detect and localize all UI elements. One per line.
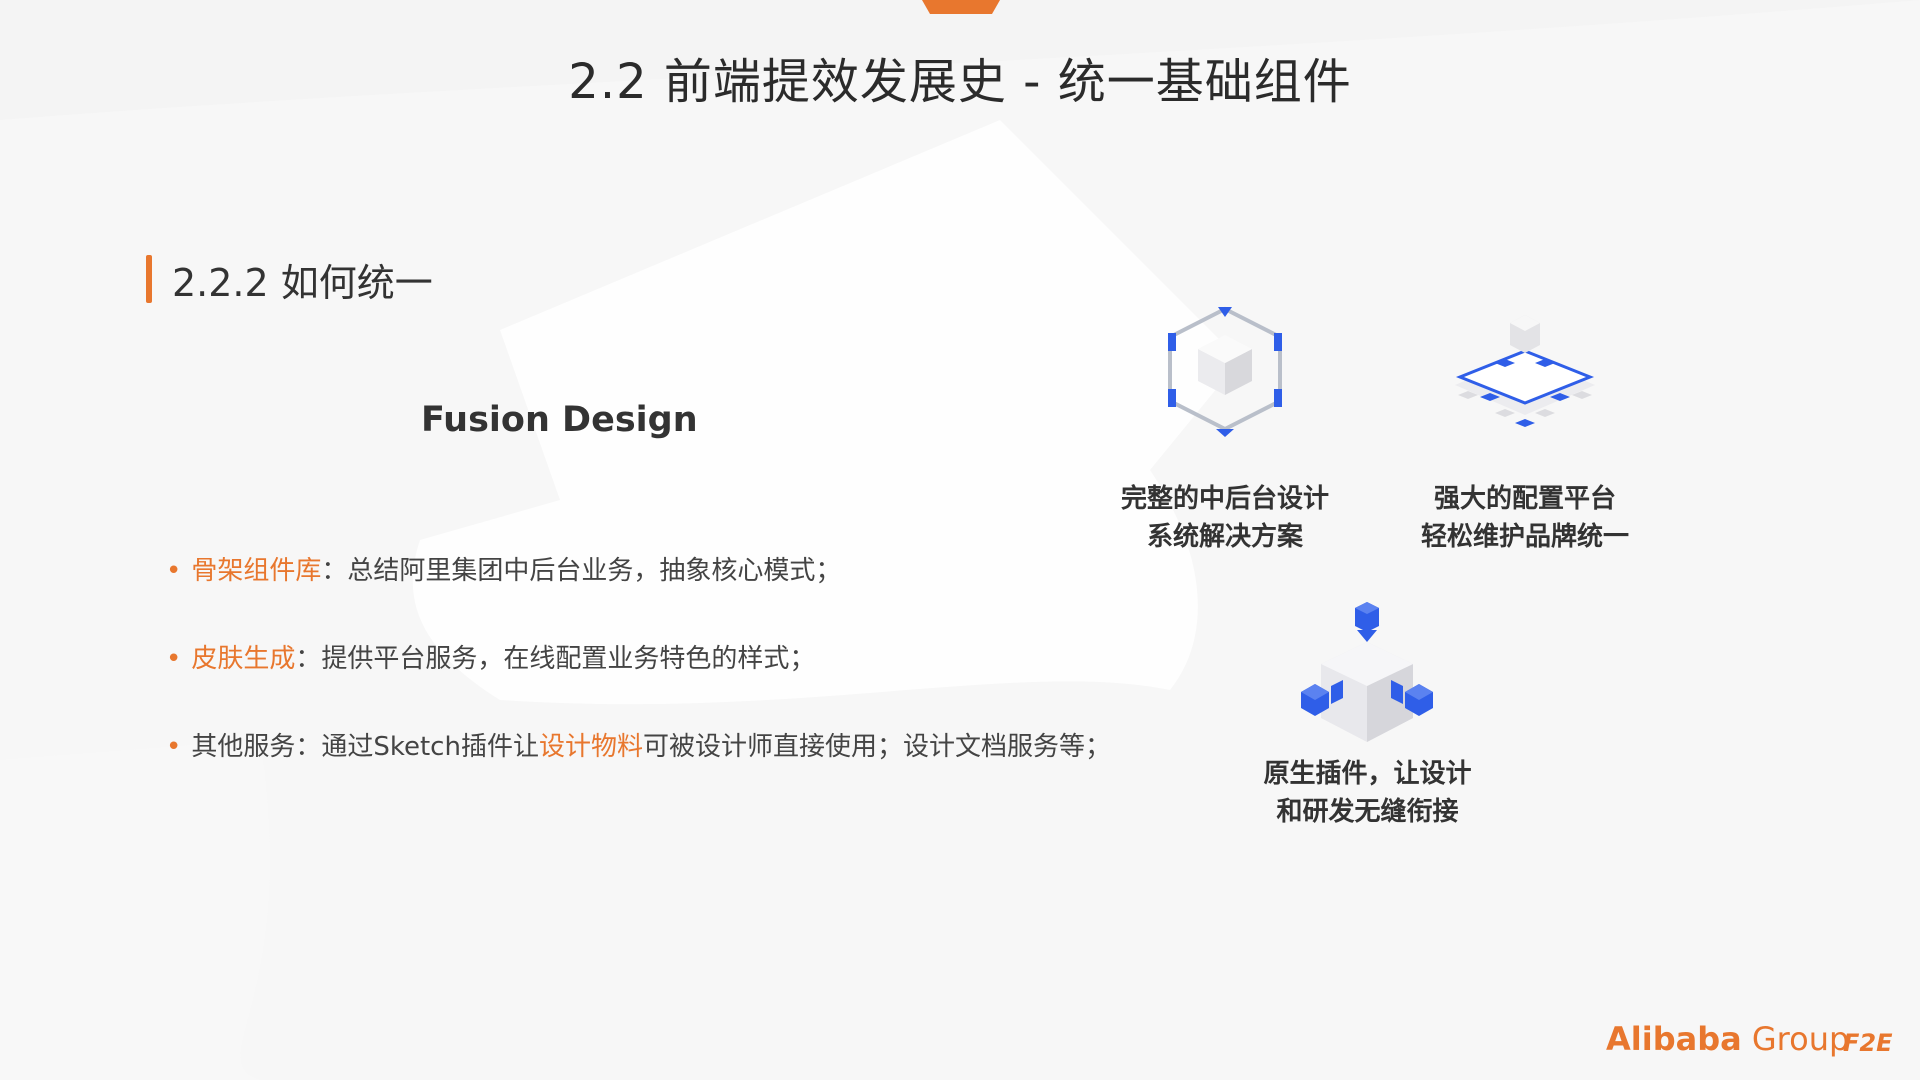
feature-line: 轻松维护品牌统一	[1420, 522, 1629, 552]
frame-cube-icon	[1168, 306, 1282, 437]
bullet-item: • 皮肤生成：提供平台服务，在线配置业务特色的样式；	[166, 638, 815, 675]
logo-alibaba: Alibaba	[1606, 1020, 1742, 1058]
f2e-logo-icon: F2E	[1843, 1029, 1893, 1056]
bullet-dot: •	[166, 556, 182, 586]
f2e-logo-text: F2E	[1843, 1029, 1893, 1056]
bullet-item: • 其他服务：通过Sketch插件让设计物料可被设计师直接使用；设计文档服务等；	[166, 726, 1111, 763]
plugin-cubes-icon	[1301, 602, 1433, 742]
subtitle-accent-bar	[146, 255, 152, 303]
page-title: 2.2 前端提效发展史 - 统一基础组件	[568, 54, 1352, 110]
brand-heading: Fusion Design	[421, 400, 698, 440]
bullet-text: ：总结阿里集团中后台业务，抽象核心模式；	[321, 556, 842, 586]
bullet-dot: •	[166, 644, 182, 674]
bullet-text: ：提供平台服务，在线配置业务特色的样式；	[295, 644, 816, 674]
bullet-highlight: 骨架组件库	[191, 556, 322, 586]
feature-label: 强大的配置平台 轻松维护品牌统一	[1395, 480, 1655, 556]
bullet-item: • 骨架组件库：总结阿里集团中后台业务，抽象核心模式；	[166, 550, 841, 587]
bullet-highlight: 设计物料	[538, 732, 643, 762]
feature-line: 原生插件，让设计	[1263, 759, 1472, 789]
feature-line: 强大的配置平台	[1433, 484, 1616, 514]
top-tab-marker	[922, 0, 1000, 14]
platform-grid-icon	[1455, 315, 1595, 427]
alibaba-group-logo: Alibaba Group	[1606, 1020, 1849, 1058]
feature-line: 完整的中后台设计	[1120, 484, 1329, 514]
feature-line: 系统解决方案	[1146, 522, 1303, 552]
bullet-dot: •	[166, 732, 182, 762]
logo-group: Group	[1751, 1020, 1850, 1058]
bullet-text: 可被设计师直接使用；设计文档服务等；	[642, 732, 1111, 762]
bullet-prefix: 其他服务：通过Sketch插件让	[191, 732, 539, 762]
feature-label: 完整的中后台设计 系统解决方案	[1090, 480, 1360, 556]
section-subtitle: 2.2.2 如何统一	[172, 261, 433, 305]
feature-label: 原生插件，让设计 和研发无缝衔接	[1240, 755, 1495, 831]
bullet-highlight: 皮肤生成	[191, 644, 296, 674]
feature-line: 和研发无缝衔接	[1276, 797, 1459, 827]
